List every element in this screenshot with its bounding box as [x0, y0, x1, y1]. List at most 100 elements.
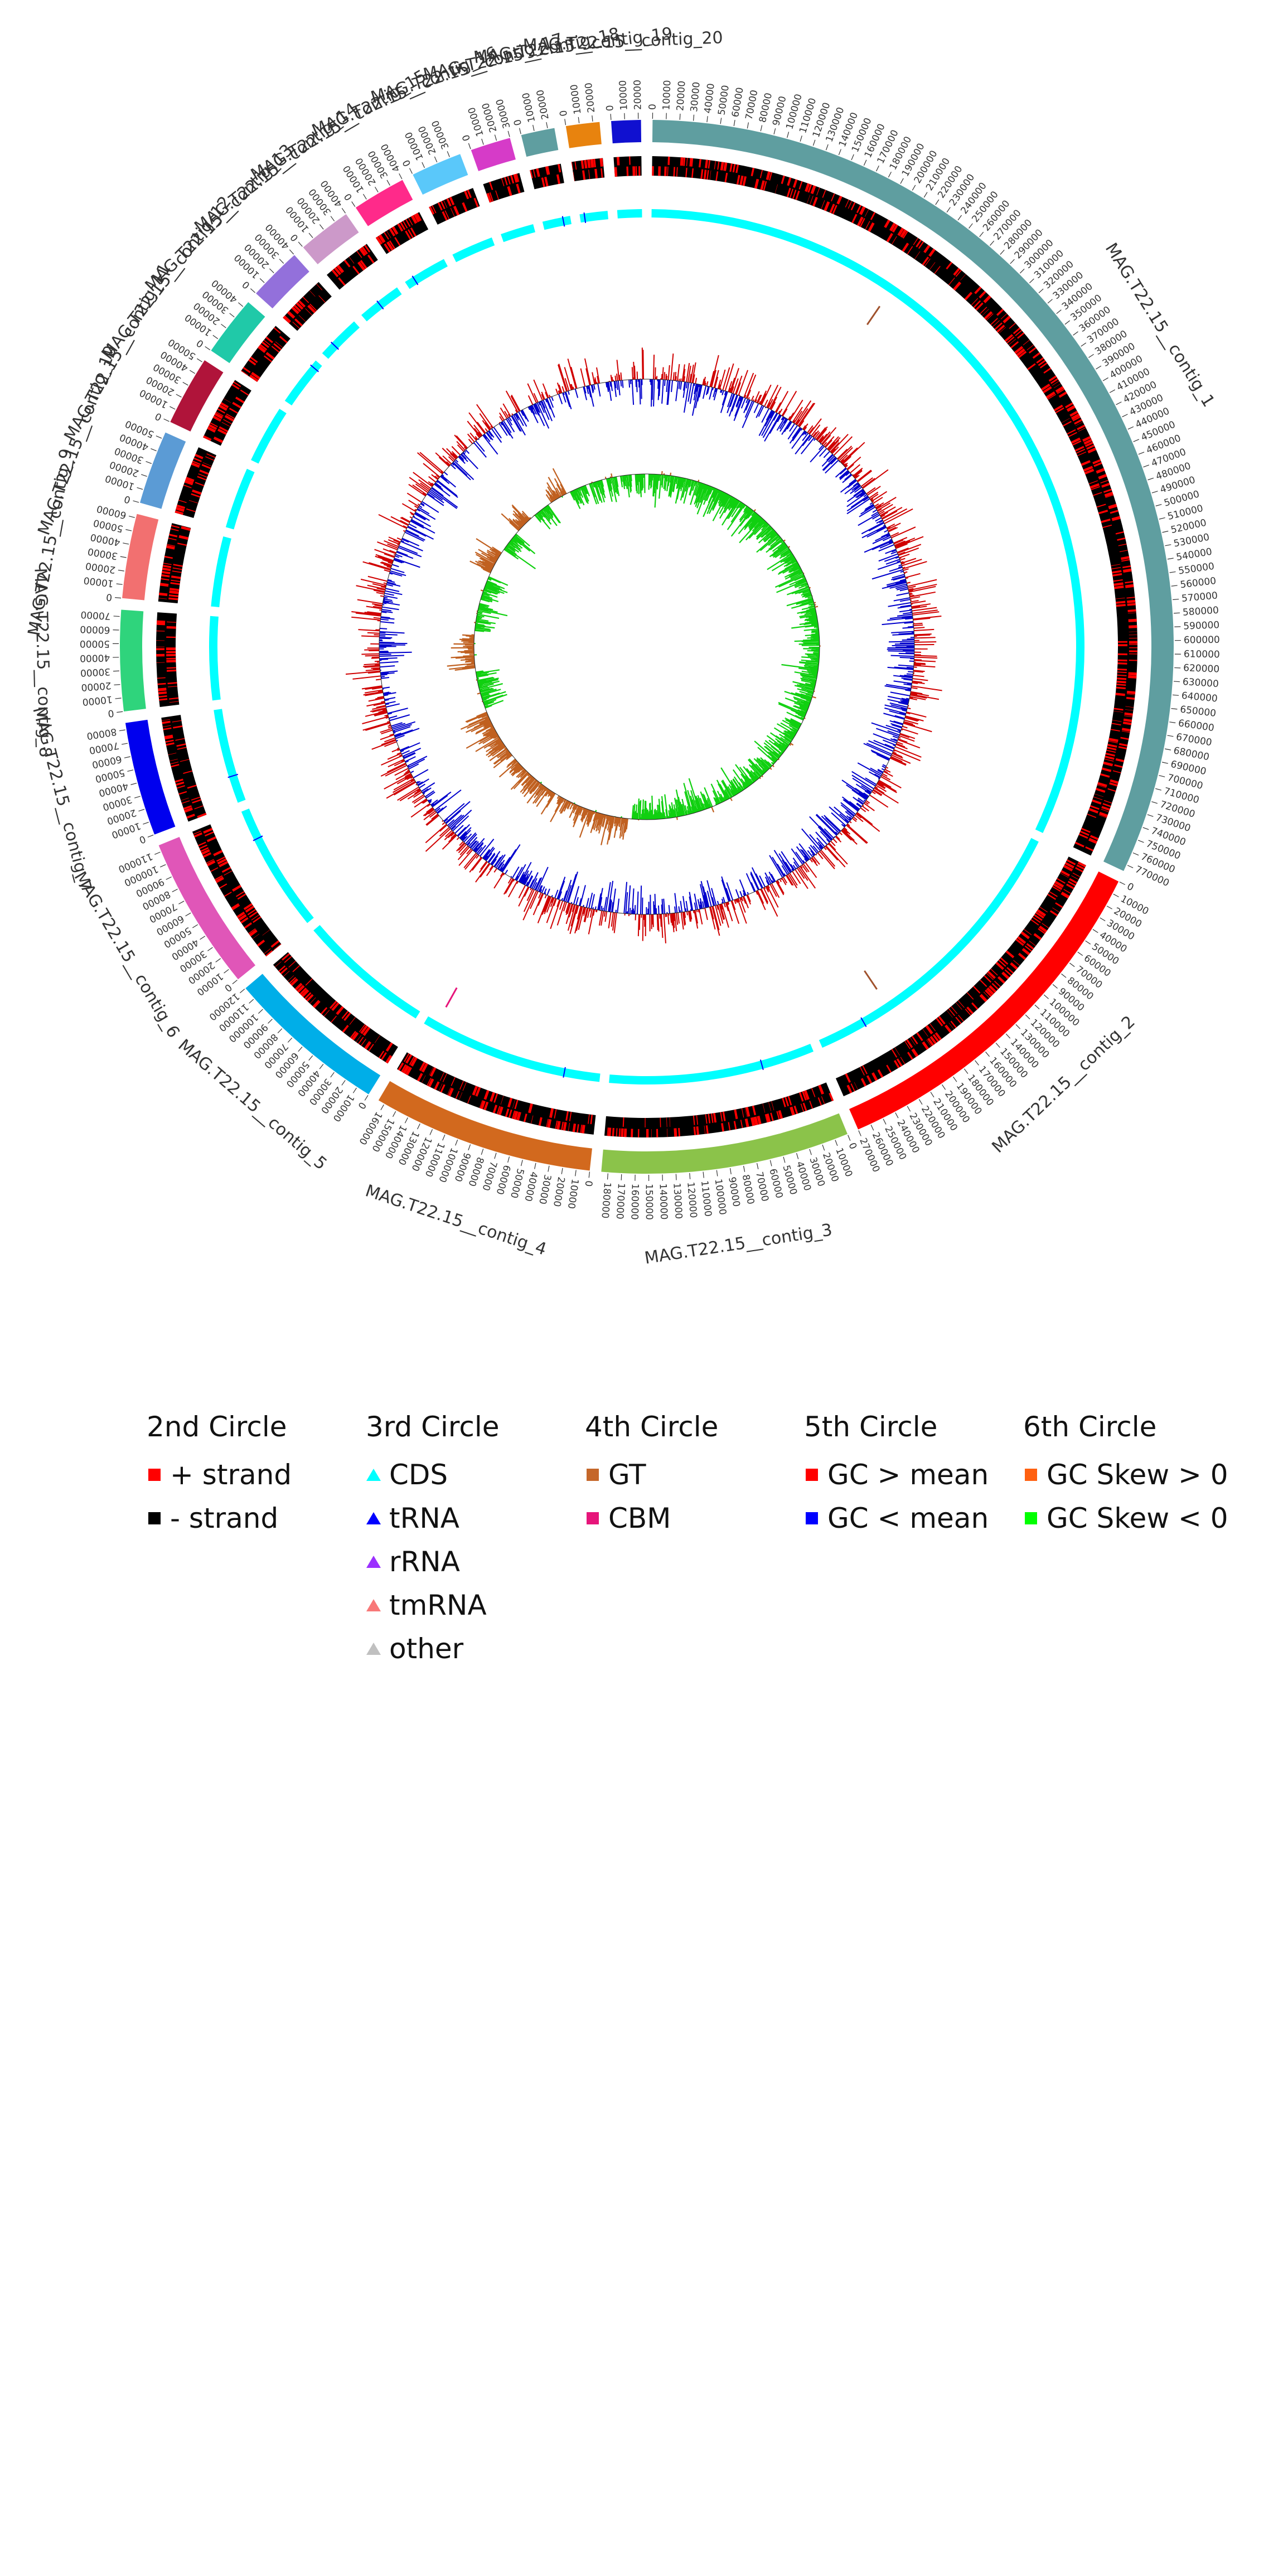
tick-label: 20000: [85, 560, 116, 575]
legend-title: 6th Circle: [1023, 1411, 1157, 1443]
tick-label: 20000: [81, 680, 112, 693]
square-marker-icon: [142, 1463, 167, 1487]
tick-label: 610000: [1184, 648, 1220, 660]
tick-label: 660000: [1178, 718, 1215, 734]
contig-band: [158, 837, 256, 980]
contig-band: [413, 154, 468, 195]
tick-label: 0: [583, 1180, 594, 1187]
tick-label: 70000: [744, 89, 761, 121]
tick-label: 180000: [599, 1182, 613, 1219]
legend-item: - strand: [142, 1497, 361, 1540]
tick-label: 20000: [535, 89, 551, 120]
legend-item: CBM: [580, 1497, 800, 1540]
legend-label: GC Skew > 0: [1047, 1459, 1228, 1491]
cazy-ring: [445, 306, 881, 1008]
gc-content-track: [345, 347, 942, 943]
tick-label: 620000: [1183, 662, 1220, 675]
tick-label: 0: [1125, 881, 1136, 894]
tick-label: 570000: [1181, 590, 1218, 604]
tick-label: 30000: [80, 666, 111, 678]
contig-band: [471, 138, 516, 171]
square-marker-icon: [580, 1463, 605, 1487]
tick-label: 80000: [86, 726, 118, 742]
tick-label: 10000: [83, 574, 114, 589]
legend-title: 4th Circle: [585, 1411, 719, 1443]
tick-label: 30000: [87, 545, 119, 561]
triangle-marker-icon: [361, 1463, 386, 1487]
legend-item: GC > mean: [800, 1453, 1019, 1497]
tick-label: 90000: [726, 1176, 742, 1208]
tick-label: 0: [647, 104, 658, 110]
triangle-marker-icon: [361, 1506, 386, 1531]
tick-label: 0: [123, 493, 132, 505]
tick-label: 640000: [1181, 690, 1218, 705]
square-marker-icon: [1019, 1463, 1043, 1487]
tick-label: 40000: [80, 652, 110, 664]
triangle-marker-icon: [361, 1593, 386, 1618]
contig-name-label: MAG.T22.15__contig_5: [174, 1035, 330, 1174]
tick-label: 540000: [1175, 546, 1213, 563]
contig-band: [611, 120, 642, 144]
triangle-marker-icon: [361, 1550, 386, 1574]
tick-label: 20000: [551, 1176, 566, 1208]
legend-item: rRNA: [361, 1540, 580, 1584]
contig-band: [122, 514, 159, 601]
tick-label: 70000: [753, 1171, 771, 1203]
tick-label: 0: [512, 118, 524, 127]
tick-label: 0: [195, 337, 206, 350]
gc-skew-track: [447, 468, 821, 845]
tick-label: 10000: [82, 694, 113, 708]
tick-label: 10000: [661, 80, 673, 110]
feature-ring: [209, 209, 1084, 1084]
legend-title: 3rd Circle: [366, 1411, 500, 1443]
legend-item: tmRNA: [361, 1584, 580, 1627]
tick-label: 0: [604, 105, 616, 112]
tick-label: 0: [153, 410, 163, 423]
tick-label: 650000: [1179, 704, 1217, 719]
contig-band: [601, 1113, 848, 1174]
tick-label: 560000: [1179, 575, 1217, 590]
contig-band: [652, 120, 1174, 871]
tick-label: 0: [222, 981, 234, 994]
contig-band: [245, 974, 381, 1095]
tick-label: 30000: [536, 1174, 553, 1205]
legend-item: tRNA: [361, 1497, 580, 1540]
tick-label: 0: [240, 279, 252, 291]
contig-band: [120, 609, 146, 712]
tick-label: 100000: [713, 1178, 728, 1216]
legend-label: - strand: [170, 1502, 279, 1534]
tick-label: 40000: [703, 83, 717, 114]
contig-band: [355, 180, 413, 226]
tick-label: 0: [355, 1100, 368, 1111]
tick-label: 590000: [1183, 619, 1220, 632]
tick-label: 10000: [565, 1178, 580, 1209]
tick-label: 630000: [1182, 676, 1219, 690]
legend-label: GT: [608, 1459, 646, 1491]
contig-band: [140, 432, 186, 509]
tick-label: 50000: [80, 638, 110, 649]
tick-label: 110000: [699, 1180, 714, 1217]
legend-label: rRNA: [389, 1546, 460, 1578]
tick-label: 10000: [569, 84, 584, 115]
tick-label: 80000: [740, 1174, 757, 1205]
tick-label: 70000: [80, 609, 111, 622]
contig-band: [521, 128, 559, 157]
legend-item: GC < mean: [800, 1497, 1019, 1540]
contig-name-label: MAG.T22.15__contig_4: [363, 1181, 549, 1260]
tick-label: 30000: [689, 81, 703, 113]
contig-band: [170, 360, 224, 432]
tick-label: 20000: [583, 82, 597, 113]
tick-label: 0: [288, 231, 301, 243]
square-marker-icon: [800, 1463, 824, 1487]
contig-band: [303, 214, 359, 265]
tick-label: 0: [401, 158, 414, 168]
legend-label: GC > mean: [827, 1459, 989, 1491]
contig-band: [211, 302, 265, 364]
tick-label: 20000: [675, 80, 687, 111]
